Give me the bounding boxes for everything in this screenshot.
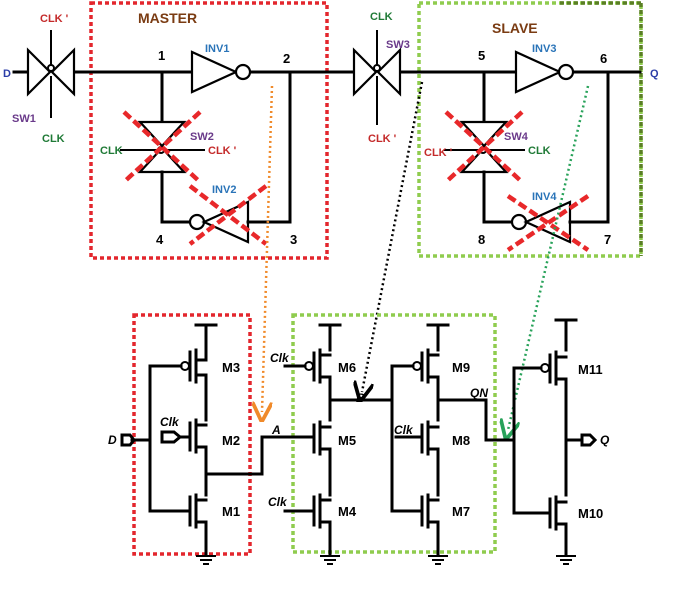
node-5: 5 xyxy=(478,48,485,63)
arrow-node2-to-a xyxy=(262,85,274,412)
sw3-top-clk: CLK xyxy=(370,11,393,23)
inv4-label: INV4 xyxy=(532,191,557,203)
inv3-label: INV3 xyxy=(532,43,556,55)
node-6: 6 xyxy=(600,51,607,66)
m1-label: M1 xyxy=(222,504,240,519)
d-label: D xyxy=(3,68,11,80)
m2-label: M2 xyxy=(222,433,240,448)
master-box xyxy=(89,1,329,260)
arrow-node6-to-qn xyxy=(508,85,590,430)
m10-label: M10 xyxy=(578,506,603,521)
sw4-disabled-cross xyxy=(444,110,524,184)
sw1-bottom-clk: CLK xyxy=(42,133,65,145)
sw2-label: SW2 xyxy=(190,131,214,143)
inv1-label: INV1 xyxy=(205,43,229,55)
sw1-transmission-gate xyxy=(26,30,76,118)
sw1-label: SW1 xyxy=(12,113,36,125)
sw1-top-clk: CLK ' xyxy=(40,13,69,25)
arrow-sw3-to-b xyxy=(362,81,424,392)
m11-label: M11 xyxy=(578,362,603,377)
node-b-label: B xyxy=(356,391,365,405)
node-qn-label: QN xyxy=(470,386,488,400)
inv4-inverter xyxy=(510,200,572,244)
m8-label: M8 xyxy=(452,433,470,448)
sw4-left-clk: CLK ' xyxy=(424,147,453,159)
inv3-inverter xyxy=(514,50,575,94)
m8-clk: Clk xyxy=(394,423,414,437)
inv1-inverter xyxy=(190,50,252,94)
sw2-left-clk: CLK xyxy=(100,145,123,157)
bottom-d-input: D xyxy=(108,433,117,447)
m4-clk: Clk xyxy=(268,495,288,509)
node-2: 2 xyxy=(283,51,290,66)
sw3-bottom-clk: CLK ' xyxy=(368,133,397,145)
m6-label: M6 xyxy=(338,360,356,375)
sw2-right-clk: CLK ' xyxy=(208,145,237,157)
m7-label: M7 xyxy=(452,504,470,519)
node-4: 4 xyxy=(156,232,164,247)
node-7: 7 xyxy=(604,232,611,247)
m9-label: M9 xyxy=(452,360,470,375)
slave-stage-2 xyxy=(390,323,516,565)
sw4-label: SW4 xyxy=(504,131,529,143)
node-3: 3 xyxy=(290,232,297,247)
sw3-transmission-gate xyxy=(352,30,402,125)
node-8: 8 xyxy=(478,232,485,247)
m6-clk: Clk xyxy=(270,351,290,365)
node-a-label: A xyxy=(271,423,281,437)
m3-label: M3 xyxy=(222,360,240,375)
m4-label: M4 xyxy=(338,504,357,519)
inv4-disabled-cross xyxy=(506,194,590,252)
master-title: MASTER xyxy=(138,10,197,26)
m5-label: M5 xyxy=(338,433,356,448)
master-clk: Clk xyxy=(160,415,180,429)
slave-transistor-box xyxy=(291,313,497,554)
inv2-disabled-cross xyxy=(188,184,268,246)
q-label: Q xyxy=(650,68,659,80)
bottom-q-output: Q xyxy=(600,433,610,447)
output-inverter xyxy=(512,318,598,565)
sw4-right-clk: CLK xyxy=(528,145,551,157)
node-1: 1 xyxy=(158,48,165,63)
master-transistor-box xyxy=(132,313,252,556)
inv2-label: INV2 xyxy=(212,184,236,196)
sw3-label: SW3 xyxy=(386,39,410,51)
master-stage xyxy=(120,323,308,565)
slave-title: SLAVE xyxy=(492,20,538,36)
slave-stage-1 xyxy=(283,323,394,565)
sw2-disabled-cross xyxy=(122,110,202,184)
